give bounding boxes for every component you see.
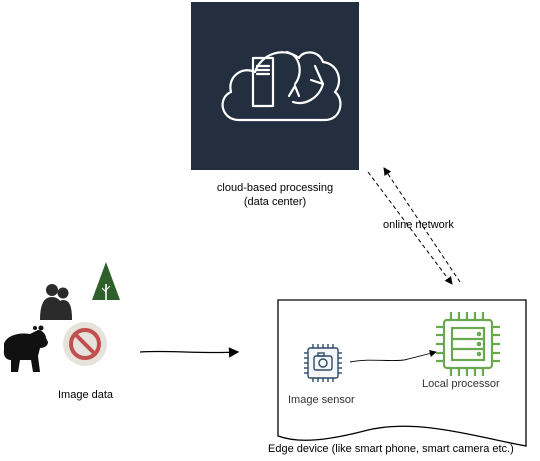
image-sensor-label: Image sensor	[288, 394, 355, 406]
downlink-arrow	[367, 171, 453, 285]
processor-chip-icon	[436, 312, 500, 376]
cloud-processing-tile	[191, 2, 359, 170]
cloud-caption: cloud-based processing (data center)	[191, 181, 359, 209]
uplink-arrow	[383, 167, 461, 283]
prohibited-icon	[63, 322, 107, 366]
local-processor-label: Local processor	[422, 378, 500, 390]
cloud-caption-line2: (data center)	[243, 196, 307, 208]
image-data-label: Image data	[58, 389, 114, 401]
camera-chip-icon	[304, 344, 342, 382]
people-icon	[40, 284, 72, 320]
bear-icon	[3, 325, 48, 372]
network-label: online network	[383, 219, 454, 231]
sensor-to-processor-arrow	[349, 350, 437, 363]
tree-icon	[92, 262, 120, 303]
edge-device-label: Edge device (like smart phone, smart cam…	[268, 443, 514, 455]
cloud-caption-line1: cloud-based processing	[216, 182, 334, 194]
cloud-server-sync-icon	[221, 50, 342, 122]
image-data-arrow	[139, 347, 240, 358]
